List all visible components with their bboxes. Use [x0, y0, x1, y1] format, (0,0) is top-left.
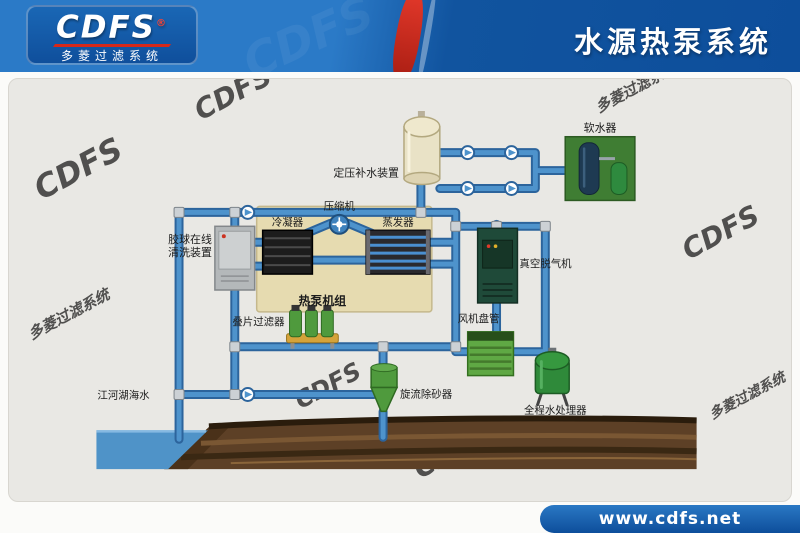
label-evaporator: 蒸发器 [382, 215, 414, 228]
label-ball-cleaner-line1: 胶球在线 [168, 232, 212, 246]
label-fan-coil: 风机盘管 [458, 312, 500, 325]
header-watermark: CDFS [234, 0, 382, 72]
earth-cross-section [164, 415, 697, 470]
pump-icon [460, 181, 476, 196]
system-diagram: CDFS 多菱过滤系统 CDFS CDFS 多菱过滤系统 CDFS 多菱过滤系统… [25, 79, 790, 485]
fan-coil-unit [466, 331, 515, 377]
label-compressor: 压缩机 [324, 199, 356, 212]
label-source-water: 江河湖海水 [97, 388, 150, 401]
disc-filter [286, 304, 339, 349]
pipe-junction [415, 206, 427, 218]
compressor-icon [328, 213, 350, 235]
logo-underline-decoration [52, 44, 172, 48]
watermark-text: 多菱过滤系统 [25, 284, 115, 343]
pump-icon [240, 204, 256, 220]
water-processor-tank [534, 347, 570, 406]
watermark-text: 多菱过滤系统 [706, 368, 790, 423]
registered-mark-icon: ® [156, 18, 168, 29]
label-water-processor: 全程水处理器 [524, 403, 587, 416]
pipe-junction [173, 389, 185, 400]
pipe-junction [450, 220, 462, 232]
pipe-junction [450, 341, 462, 353]
pump-icon [504, 145, 519, 161]
watermark-text: 多菱过滤系统 [592, 79, 682, 116]
label-disc-filter: 叠片过滤器 [232, 315, 285, 328]
footer-bar: www.cdfs.net [540, 505, 800, 533]
cyclone-sand-remover [370, 363, 399, 413]
label-condenser: 冷凝器 [272, 215, 304, 228]
label-softener: 软水器 [584, 121, 617, 135]
watermark-text: CDFS [28, 130, 129, 208]
pipe-junction [173, 206, 185, 218]
label-expansion-tank: 定压补水装置 [333, 166, 399, 180]
pump-icon [460, 145, 476, 161]
logo-subtext: 多菱过滤系统 [60, 49, 163, 64]
pipe-junction [229, 206, 241, 218]
label-cyclone: 旋流除砂器 [400, 387, 453, 400]
evaporator [365, 229, 431, 275]
label-degasser: 真空脱气机 [519, 257, 572, 270]
label-ball-cleaner-line2: 清洗装置 [168, 246, 212, 259]
logo-text: CDFS® [56, 9, 168, 46]
diagram-labels: 定压补水装置 软水器 胶球在线 清洗装置 冷凝器 压缩机 蒸发器 热泵机组 真空… [97, 121, 616, 417]
watermark-text: CDFS [290, 357, 366, 415]
watermark-text: CDFS [189, 79, 277, 127]
pipe-junction [377, 341, 389, 353]
page-title: 水源热泵系统 [573, 25, 772, 59]
condenser [261, 229, 314, 275]
pump-icon [504, 181, 519, 196]
pipe-junction [539, 220, 551, 232]
water-softener [564, 135, 636, 202]
vacuum-degasser [476, 227, 519, 304]
label-heat-pump-unit: 热泵机组 [298, 293, 346, 308]
expansion-tank [403, 110, 441, 186]
header: CDFS CDFS® 多菱过滤系统 水源热泵系统 [0, 0, 800, 72]
website-url: www.cdfs.net [598, 509, 742, 529]
ball-cleaning-cabinet [214, 225, 256, 291]
diagram-area: CDFS 多菱过滤系统 CDFS CDFS 多菱过滤系统 CDFS 多菱过滤系统… [8, 78, 792, 502]
watermark-text: CDFS [676, 198, 764, 266]
pipe-junction [229, 389, 241, 400]
pipe-junction [229, 341, 241, 353]
pump-icon [240, 387, 256, 402]
cdfs-logo: CDFS® 多菱过滤系统 [26, 5, 198, 65]
